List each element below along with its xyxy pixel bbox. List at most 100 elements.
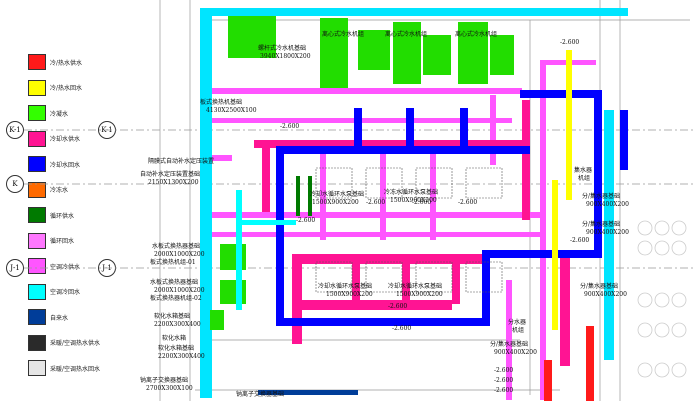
legend-panel: 冷/热水供水冷/热水回水冷凝水冷却水供水冷却水回水冷冻水循环供水循环回水空调冷供… xyxy=(0,0,150,401)
label-elev-11: -2.600 xyxy=(494,387,513,394)
label-pump-base-2-size: 1500X900X200 xyxy=(390,197,437,204)
legend-swatch xyxy=(28,232,46,249)
legend-item: 冷/热水供水 xyxy=(28,54,82,70)
right-faint-circles xyxy=(637,220,687,378)
label-elev-9: -2.600 xyxy=(494,367,513,374)
legend-item: 自来水 xyxy=(28,309,68,325)
label-elev-6: -2.600 xyxy=(392,325,411,332)
legend-item: 空调冷回水 xyxy=(28,283,81,300)
cyan-detail-pipes xyxy=(236,190,296,310)
legend-swatch xyxy=(28,105,46,121)
legend-label: 采暖/空调热水供水 xyxy=(50,340,101,347)
label-soft-tank-base-size: 2200X300X400 xyxy=(154,321,201,328)
legend-label: 空调冷回水 xyxy=(50,289,81,296)
label-divider-2-size: 900X400X200 xyxy=(586,229,629,236)
label-diaphragm: 隔膜式自动补水定压装置 xyxy=(148,157,214,165)
legend-item: 采暖/空调热水回水 xyxy=(28,360,100,376)
legend-label: 冷冻水 xyxy=(50,187,69,194)
label-plate-unit-01: 板式换热机组-01 xyxy=(150,258,196,266)
legend-label: 冷/热水供水 xyxy=(50,59,83,67)
label-soft-tank-base: 软化水箱基础 xyxy=(154,312,190,320)
legend-item: 冷凝水 xyxy=(28,105,68,121)
label-pump-base-2: 冷冻水循环水泵基础 xyxy=(384,188,438,196)
label-divider-2: 分/集水器基础 xyxy=(582,220,620,228)
legend-swatch xyxy=(28,156,46,172)
label-elev-2: -2.600 xyxy=(366,199,385,206)
legend-item: 冷冻水 xyxy=(28,181,69,198)
label-water-hx-2: 水板式换热器基础 xyxy=(150,278,198,286)
label-divider-4: 分水器 xyxy=(508,318,526,326)
legend-item: 循环回水 xyxy=(28,232,74,249)
legend-swatch xyxy=(28,130,46,147)
label-divider-5-size: 900X400X200 xyxy=(494,349,537,356)
legend-swatch xyxy=(28,79,46,96)
label-screw-chiller: 螺杆式冷水机基础 xyxy=(258,44,306,52)
label-auto-pressure-size: 2150X1300X200 xyxy=(148,179,199,186)
pump-bases xyxy=(315,167,503,293)
label-divider-1: 分/集水器基础 xyxy=(582,192,620,200)
label-collector: 集水器 xyxy=(574,166,592,174)
building-gridlines xyxy=(24,0,696,401)
label-elev-10: -2.600 xyxy=(494,377,513,384)
legend-label: 冷却水回水 xyxy=(50,161,81,169)
legend-item: 循环供水 xyxy=(28,207,74,223)
label-water-hx-1-size: 2000X1000X200 xyxy=(154,251,205,258)
label-divider-4-unit: 机组 xyxy=(512,326,524,334)
legend-swatch xyxy=(28,54,46,70)
label-pump-base-4-size: 1500X900X200 xyxy=(396,291,443,298)
axis-bubble-k1-left: K-1 xyxy=(6,121,24,139)
label-pump-base-4: 冷却水循环水泵基础 xyxy=(388,282,442,290)
legend-item: 空调冷供水 xyxy=(28,258,80,274)
label-cent-chiller-a: 离心式冷水机组 xyxy=(322,30,364,38)
legend-label: 冷却水供水 xyxy=(50,136,81,143)
chiller-units xyxy=(210,16,514,330)
label-pump-base-3-size: 1500X900X200 xyxy=(326,291,373,298)
label-water-hx-2-size: 2000X1000X200 xyxy=(154,287,205,294)
hotpink-pipes xyxy=(254,100,570,366)
legend-swatch xyxy=(28,309,46,325)
label-auto-pressure: 自动补水定压装置基础 xyxy=(140,170,200,178)
axis-bubble-k-left: K xyxy=(6,175,24,193)
yellow-pipes xyxy=(552,50,572,330)
label-pump-base-1: 冷却水循环水泵基础 xyxy=(310,190,364,198)
label-pump-base-3: 冷却水循环水泵基础 xyxy=(318,282,372,290)
label-soft-water: 软化水箱 xyxy=(162,334,186,342)
navy-pipes xyxy=(258,390,358,395)
label-elev-8: -2.600 xyxy=(570,237,589,244)
label-elev-5: -2.600 xyxy=(388,303,407,310)
label-soft-tank: 软化水箱基础 xyxy=(158,344,194,352)
label-cent-chiller-b: 离心式冷水机组 xyxy=(385,30,427,38)
legend-swatch xyxy=(28,360,46,376)
label-plate-unit-02: 板式换热器机组-02 xyxy=(150,294,202,302)
label-screw-chiller-size: 3940X1800X200 xyxy=(260,53,311,60)
label-ion-exchange: 钠离子交换器基础 xyxy=(140,376,188,384)
legend-swatch xyxy=(28,207,46,223)
legend-label: 循环供水 xyxy=(50,212,75,220)
label-divider-3: 分/集水器基础 xyxy=(580,282,618,290)
legend-label: 采暖/空调热水回水 xyxy=(50,365,101,373)
label-divider-5: 分/集水器基础 xyxy=(490,340,528,348)
red-pipes xyxy=(544,326,594,401)
axis-bubble-j1-left: J-1 xyxy=(6,259,24,277)
label-water-hx-1: 水板式换热器基础 xyxy=(152,242,200,250)
label-elev-12: -2.600 xyxy=(296,217,315,224)
label-collector-unit: 机组 xyxy=(578,174,590,182)
label-elev-3: -2.600 xyxy=(412,199,431,206)
label-ion-exchange-size: 2700X300X100 xyxy=(146,385,193,392)
legend-item: 采暖/空调热水供水 xyxy=(28,334,101,351)
green-detail-pipes xyxy=(296,176,312,216)
label-plate-hx-size: 4130X2500X100 xyxy=(206,107,257,114)
label-pump-base-1-size: 1500X900X200 xyxy=(312,199,359,206)
label-plate-hx-base: 板式换热机基础 xyxy=(200,98,242,106)
legend-label: 自来水 xyxy=(50,314,69,322)
blue-pipes xyxy=(276,90,628,326)
label-elev-1: -2.600 xyxy=(280,123,299,130)
legend-label: 冷/热水回水 xyxy=(50,85,83,92)
legend-label: 空调冷供水 xyxy=(50,263,81,271)
label-divider-1-size: 900X400X200 xyxy=(586,201,629,208)
legend-label: 冷凝水 xyxy=(50,110,69,118)
label-cent-chiller-c: 离心式冷水机组 xyxy=(455,30,497,38)
drawing-labels: 螺杆式冷水机基础 3940X1800X200 离心式冷水机组 离心式冷水机组 离… xyxy=(140,30,629,398)
label-sodium-ion-bottom: 钠离子交换器基础 xyxy=(236,390,284,398)
